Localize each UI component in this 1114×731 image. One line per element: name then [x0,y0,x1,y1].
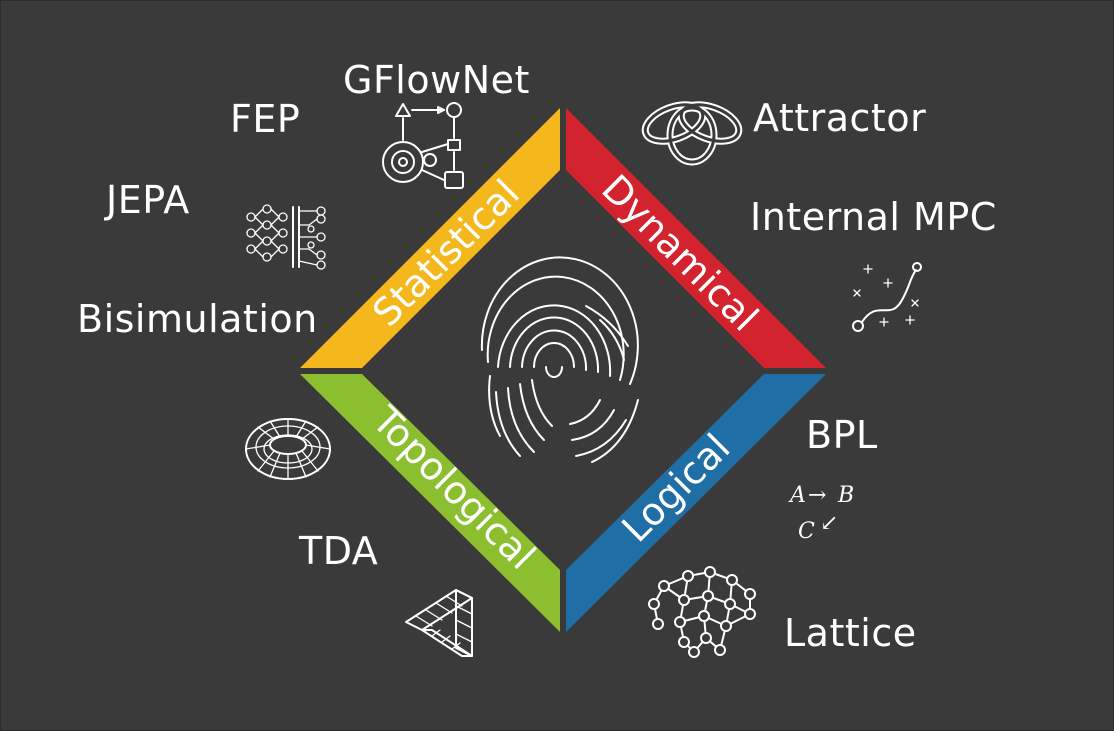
gflownet-label: GFlowNet [343,58,530,102]
bisimulation-label: Bisimulation [77,297,318,341]
trajectory-plan-icon [852,262,922,332]
attractor-label: Attractor [753,96,927,140]
neural-network-icon [246,204,326,270]
formula-arrow-1: → [808,483,826,508]
logical-side [566,374,826,632]
jepa-label: JEPA [106,178,190,222]
tda-label: TDA [299,529,379,573]
formula-arrow-2: ↙ [820,511,838,536]
formula-c: C [798,519,815,544]
fingerprint-icon [480,256,639,463]
impossible-triangle-icon [405,589,473,657]
flow-graph-icon [382,102,464,189]
logic-formula-icon: A → B C ↙ [788,483,854,544]
graph-network-icon [648,566,756,658]
formula-a: A [788,483,806,508]
topological-side [300,374,560,632]
lattice-label: Lattice [784,611,917,655]
statistical-label: Statistical [364,171,528,335]
internal-mpc-label: Internal MPC [750,195,997,239]
statistical-side [300,108,560,368]
bpl-label: BPL [806,413,878,457]
formula-b: B [837,483,854,508]
logical-label: Logical [613,425,738,550]
torus-icon [245,418,331,480]
topological-label: Topological [363,397,544,578]
dynamical-side [566,108,826,368]
attractor-knot-icon [641,101,743,166]
fep-label: FEP [230,97,301,141]
dynamical-label: Dynamical [593,166,767,340]
